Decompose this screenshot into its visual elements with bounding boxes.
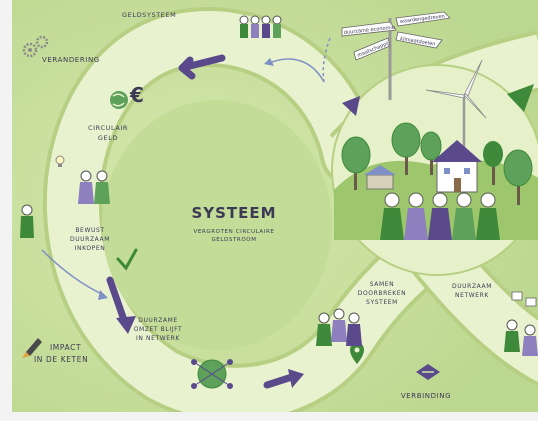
person-right: [504, 319, 538, 356]
handshake-icon: [416, 364, 440, 380]
checkmark-icon: [116, 248, 138, 271]
omzet-line3: IN NETWERK: [136, 335, 180, 342]
signpost-icon: [341, 11, 451, 100]
netwerk-line1: DUURZAAM: [452, 283, 492, 290]
samen-line1: SAMEN: [370, 281, 394, 288]
thumbs-up-icon: [511, 291, 537, 307]
flow-arrow-bottom-head: [288, 369, 304, 388]
systeem-subtitle-line2: GELDSTROOM: [211, 237, 256, 243]
person-left: [20, 204, 34, 238]
circulair-geld-line2: GELD: [98, 134, 118, 142]
shed-icon: [364, 165, 396, 190]
euro-symbol: €: [129, 83, 144, 107]
verandering-label: VERANDERING: [42, 56, 100, 64]
house-icon: [432, 140, 482, 193]
loop-path-left-inner: [46, 11, 376, 412]
euro-icon: [110, 91, 128, 109]
flow-arrow-top: [178, 54, 226, 80]
rocket-icon: [22, 338, 42, 358]
netwerk-line2: NETWERK: [455, 292, 489, 299]
signpost-label-3: klimaatdoelen: [400, 36, 436, 47]
flow-arrow-upright: [507, 84, 534, 112]
omzet-line2: OMZET BLIJFT: [134, 326, 183, 333]
dashed-arrow-top-head: [264, 58, 274, 66]
flow-arrow-left: [106, 276, 128, 324]
people-group-bottom: [316, 308, 362, 346]
systeem-title: SYSTEEM: [191, 204, 276, 222]
lightbulb-icon: [55, 155, 65, 167]
infographic-canvas: € duurzame economie waardenge: [12, 0, 538, 412]
curved-arrow-impact-head: [98, 290, 108, 300]
verbinding-label: VERBINDING: [401, 392, 451, 400]
people-group-left: [78, 170, 110, 204]
systeem-diagram: € duurzame economie waardenge: [12, 0, 538, 412]
gear-icon: [22, 35, 49, 58]
flow-arrow-scene: [342, 96, 360, 116]
curved-arrow-impact: [41, 249, 105, 296]
circulair-geld-line1: CIRCULAIR: [88, 124, 128, 132]
samen-line2: DOORBREKEN: [358, 290, 407, 297]
systeem-core: [102, 100, 332, 350]
signpost-label-1: duurzame economie: [344, 25, 396, 36]
systeem-subtitle-line1: VERGROTEN CIRCULAIRE: [194, 229, 275, 235]
samen-line3: SYSTEEM: [366, 299, 398, 306]
bewust-line2: DUURZAAM: [70, 236, 110, 243]
omzet-line1: DUURZAME: [138, 317, 178, 324]
impact-line1: IMPACT: [50, 343, 81, 352]
signpost-label-2: waardengedreven: [400, 14, 446, 25]
bewust-line3: INKOPEN: [75, 245, 106, 252]
dashed-arrow-top: [271, 58, 325, 83]
top-header-label: GELDSYSTEEM: [122, 11, 176, 19]
network-icon: [191, 359, 233, 389]
people-group-top: [239, 15, 282, 38]
location-pin-icon: [350, 342, 364, 364]
impact-line2: IN DE KETEN: [34, 355, 88, 364]
bewust-line1: BEWUST: [75, 227, 104, 234]
people-group-scene: [380, 192, 500, 240]
flow-arrow-left-head: [116, 316, 136, 334]
flow-arrow-bottom: [263, 373, 296, 389]
tree-icon: [341, 122, 533, 205]
